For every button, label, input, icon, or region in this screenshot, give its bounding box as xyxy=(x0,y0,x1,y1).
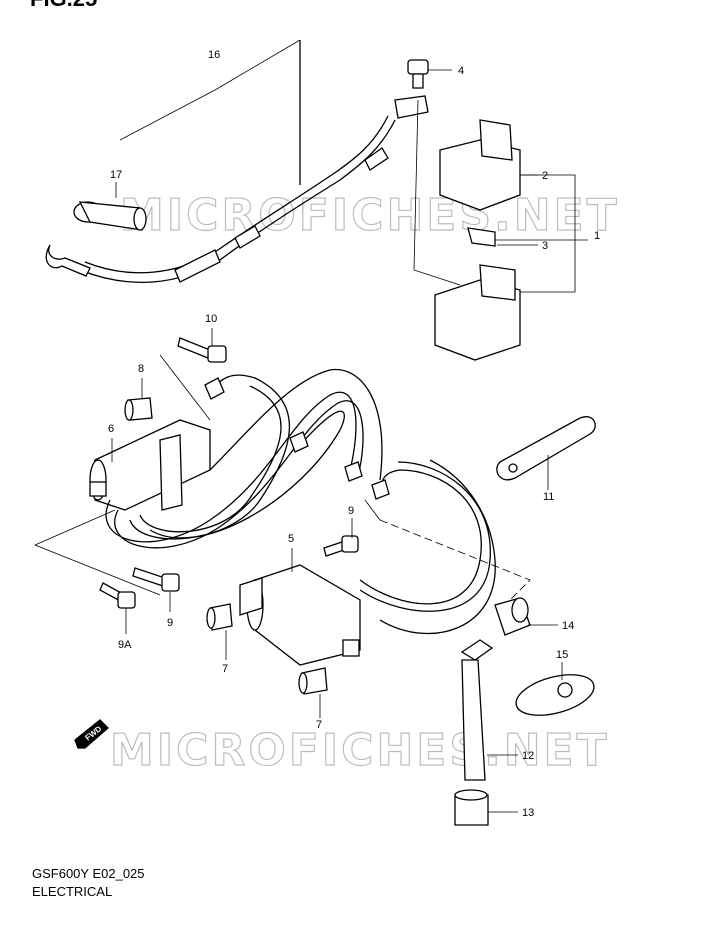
diagram-code: GSF600Y E02_025 xyxy=(32,866,145,881)
callout-9-lower: 9 xyxy=(167,617,173,629)
callout-7-upper: 7 xyxy=(222,663,228,675)
callout-12: 12 xyxy=(522,750,534,762)
clamp xyxy=(496,416,596,481)
callout-4: 4 xyxy=(458,65,464,77)
callout-15: 15 xyxy=(556,649,568,661)
bolt-10 xyxy=(177,337,227,363)
callout-9-upper: 9 xyxy=(348,505,354,517)
callout-3: 3 xyxy=(542,240,548,252)
callout-1: 1 xyxy=(594,230,600,242)
leader-coil xyxy=(34,509,116,546)
leader-plug xyxy=(379,519,531,601)
starter-relay xyxy=(413,99,521,361)
terminal-boot xyxy=(73,201,147,231)
section-name: ELECTRICAL xyxy=(32,884,113,899)
spacer-7-lower xyxy=(298,667,328,695)
callout-bracket xyxy=(520,174,576,293)
watermark-bottom: MICROFICHES.NET xyxy=(110,725,610,776)
callout-6: 6 xyxy=(108,423,114,435)
callout-13: 13 xyxy=(522,807,534,819)
callout-9a: 9A xyxy=(118,639,132,651)
fwd-arrow-icon: FWD xyxy=(74,719,109,749)
leader-bolt-9 xyxy=(34,544,161,596)
callout-7-lower: 7 xyxy=(316,719,322,731)
leader-bolt-10 xyxy=(159,354,211,421)
leader-plug-short xyxy=(364,499,381,521)
cap xyxy=(454,789,489,826)
callout-16: 16 xyxy=(208,49,220,61)
callout-17: 17 xyxy=(110,169,122,181)
callout-2: 2 xyxy=(542,170,548,182)
bolt-9 xyxy=(132,535,359,592)
ignition-coil-front xyxy=(239,564,361,666)
watermark-top: MICROFICHES.NET xyxy=(120,190,620,241)
grommet xyxy=(494,597,531,636)
callout-11: 11 xyxy=(543,491,554,503)
high-tension-leads xyxy=(105,368,496,634)
relay-cover xyxy=(439,119,521,211)
spacer-8 xyxy=(124,397,153,421)
bolt-9a xyxy=(99,582,136,609)
callout-10: 10 xyxy=(205,313,217,325)
figure-title: FIG.25 xyxy=(30,0,97,12)
plate xyxy=(515,674,595,716)
plug-cap xyxy=(460,639,494,781)
callout-14: 14 xyxy=(562,620,574,632)
spacer-7-upper xyxy=(206,603,233,631)
battery-cable xyxy=(45,39,429,283)
fuse xyxy=(467,227,496,247)
callout-5: 5 xyxy=(288,533,294,545)
ignition-coil-rear xyxy=(89,419,211,511)
callout-8: 8 xyxy=(138,363,144,375)
bolt xyxy=(407,59,429,89)
